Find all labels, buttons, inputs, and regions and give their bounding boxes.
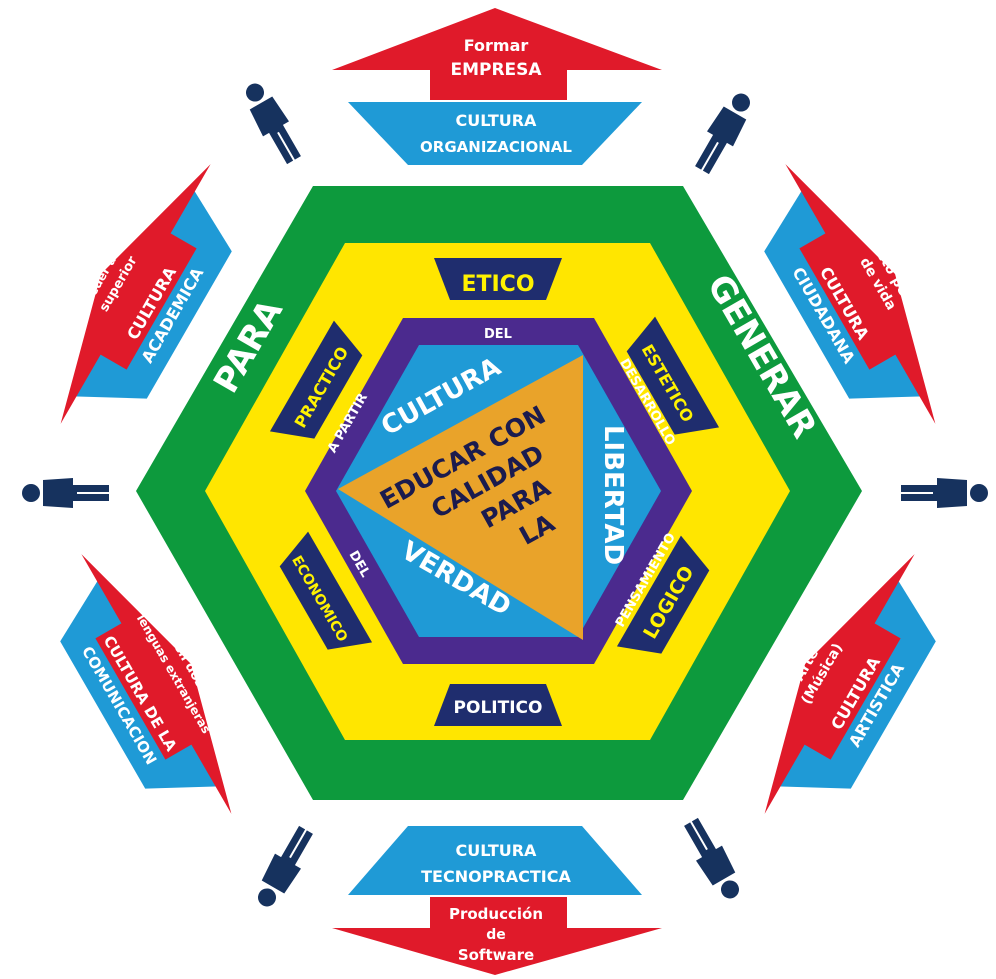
blue-banner-tecnopractica	[348, 826, 642, 895]
tab-practico: PRACTICO	[269, 320, 363, 439]
blue-banner-organizacional	[348, 102, 642, 165]
orange-triangle	[338, 355, 583, 640]
culture-block-tecnopractica: CULTURA TECNOPRACTICA Producción de Soft…	[332, 826, 662, 975]
empresa-line-1: Formar	[464, 36, 529, 55]
tecnopractica-line-2: TECNOPRACTICA	[421, 867, 571, 886]
person-icon	[249, 822, 319, 913]
organizacional-line-1: CULTURA	[456, 111, 538, 130]
ring-del-top: DEL	[484, 327, 512, 342]
culture-block-academica: CULTURA ACADEMICA Desarrollar tesis y ac…	[50, 164, 232, 424]
red-arrow-tesis	[60, 164, 211, 424]
tab-etico: ETICO	[434, 258, 562, 300]
empresa-line-2: EMPRESA	[450, 60, 542, 80]
organizacional-line-2: ORGANIZACIONAL	[420, 138, 572, 156]
person-icon	[689, 87, 759, 178]
culture-block-organizacional: Formar EMPRESA CULTURA ORGANIZACIONAL	[332, 8, 662, 165]
software-line-2: de	[486, 927, 506, 943]
politico-label: POLITICO	[454, 698, 543, 718]
culture-block-ciudadana: CULTURA CIUDADANA Formar Proyecto person…	[764, 164, 936, 424]
red-arrow-arte	[764, 554, 915, 814]
software-line-3: Software	[458, 946, 534, 964]
person-icon	[22, 478, 109, 508]
software-line-1: Producción	[449, 905, 543, 923]
red-arrow-lenguas	[81, 554, 232, 814]
red-arrow-proyecto	[785, 164, 936, 424]
tab-politico: POLITICO	[434, 684, 562, 726]
red-arrow-empresa	[332, 8, 662, 100]
etico-label: ETICO	[461, 272, 534, 297]
person-icon	[237, 77, 307, 168]
person-icon	[901, 478, 988, 508]
tecnopractica-line-1: CULTURA	[456, 841, 538, 860]
red-arrow-software	[332, 897, 662, 975]
libertad-label: LIBERTAD	[598, 425, 628, 565]
person-icon	[678, 814, 748, 905]
